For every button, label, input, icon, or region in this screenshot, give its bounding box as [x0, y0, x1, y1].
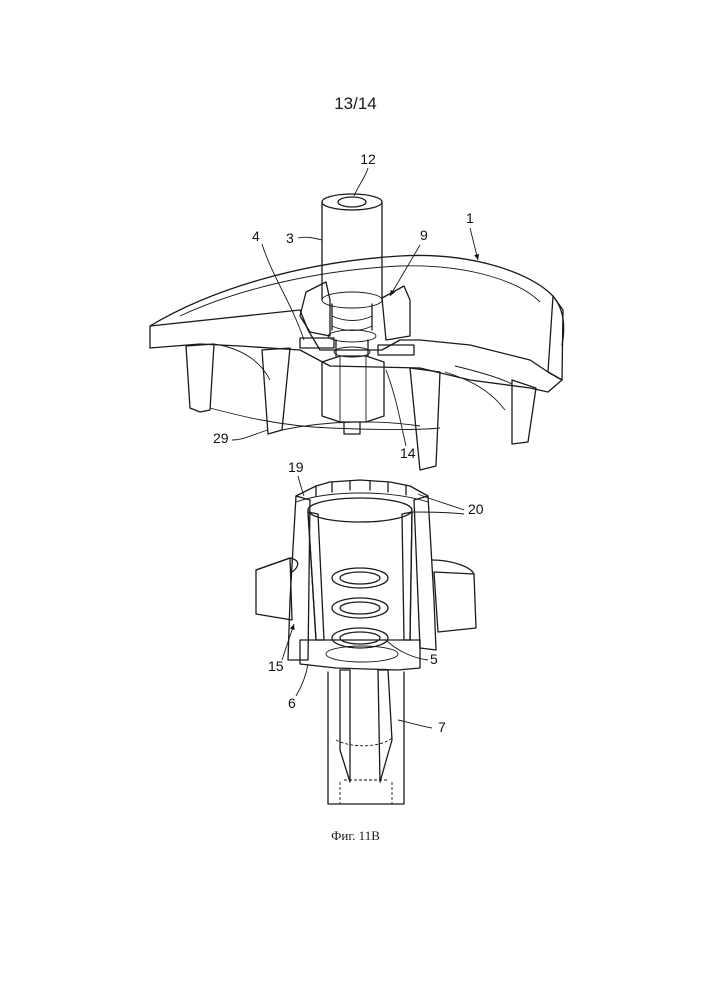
valve-body-lower [256, 480, 476, 670]
ref-9: 9 [420, 227, 428, 243]
ref-19: 19 [288, 459, 304, 475]
pin-3 [322, 194, 382, 357]
figure-caption: Фиг. 11В [0, 828, 711, 844]
ref-12: 12 [360, 151, 376, 167]
ref-29: 29 [213, 430, 229, 446]
ref-4: 4 [252, 228, 260, 244]
ref-5: 5 [430, 651, 438, 667]
ref-15: 15 [268, 658, 284, 674]
ref-7: 7 [438, 719, 446, 735]
ref-6: 6 [288, 695, 296, 711]
ref-3: 3 [286, 230, 294, 246]
ref-1: 1 [466, 210, 474, 226]
spring-5 [332, 568, 388, 648]
ref-20: 20 [468, 501, 484, 517]
ref-14: 14 [400, 445, 416, 461]
tube-7 [328, 670, 404, 804]
